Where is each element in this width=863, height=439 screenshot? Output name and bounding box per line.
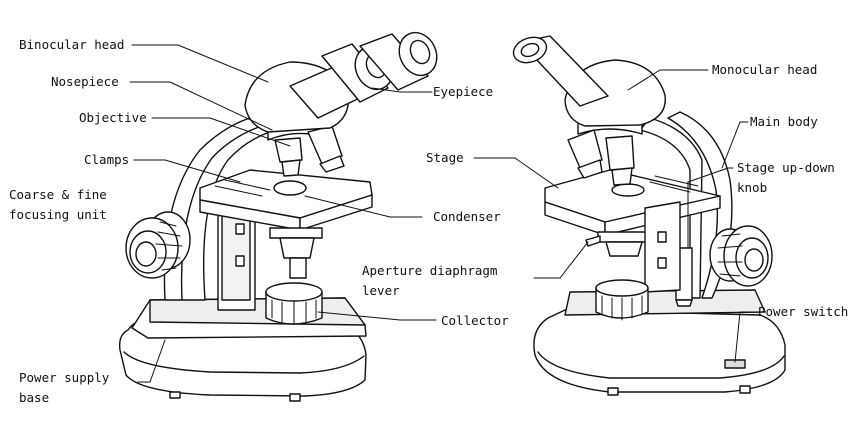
label-aperture-diaphragm-lever: Aperture diaphragm lever (362, 263, 498, 298)
label-power-supply-base: Power supply base (19, 370, 110, 405)
label-stage-up-down-knob: Stage up-down knob (737, 160, 835, 195)
label-coarse-fine-focusing-unit: Coarse & fine focusing unit (9, 187, 107, 222)
condenser-right (585, 231, 651, 257)
label-clamps: Clamps (84, 152, 130, 167)
label-monocular-head: Monocular head (712, 62, 818, 77)
label-binocular-head: Binocular head (19, 37, 125, 52)
focus-block-right (644, 201, 681, 293)
label-eyepiece: Eyepiece (433, 84, 494, 99)
label-power-switch: Power switch (758, 304, 849, 319)
eyepiece-right (512, 35, 609, 107)
label-nosepiece: Nosepiece (51, 74, 119, 89)
monocular-microscope (512, 35, 786, 396)
stage-knob-right (675, 225, 773, 307)
stage-left (199, 169, 373, 231)
collector-right (595, 279, 649, 321)
label-objective: Objective (79, 110, 147, 125)
condenser-left (269, 227, 323, 279)
label-collector: Collector (441, 313, 509, 328)
collector-left (265, 282, 323, 325)
leader-lines (129, 44, 756, 383)
focus-knob-left (125, 211, 191, 279)
label-main-body: Main body (750, 114, 818, 129)
power-supply-base-right (533, 289, 786, 396)
eyepieces-left (321, 31, 438, 103)
focus-block-left (217, 204, 256, 311)
label-stage: Stage (426, 150, 464, 165)
label-condenser: Condenser (433, 209, 501, 224)
binocular-microscope (118, 31, 438, 402)
